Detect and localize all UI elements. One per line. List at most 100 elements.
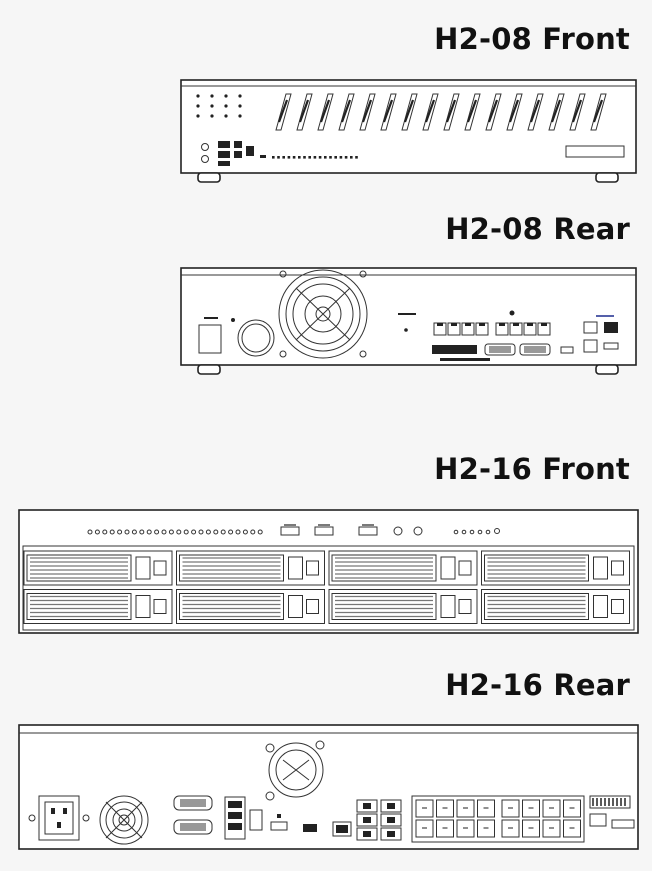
h216-front-indicator-row bbox=[87, 524, 500, 536]
indicator-dot bbox=[334, 156, 337, 159]
rj45-clip bbox=[541, 323, 547, 326]
indicator-dot bbox=[228, 529, 234, 535]
rj45-clip bbox=[387, 817, 395, 823]
button bbox=[393, 526, 403, 536]
indicator-dot bbox=[344, 156, 348, 159]
drive-bay-latch bbox=[487, 99, 499, 123]
drive-bay bbox=[527, 93, 544, 131]
drive-tray-outline bbox=[23, 589, 173, 624]
poe-port bbox=[563, 799, 581, 818]
drive-tray-handle bbox=[153, 560, 167, 576]
h208-front-drive-bays bbox=[275, 93, 607, 131]
rj45-clip bbox=[465, 323, 471, 326]
poe-port bbox=[415, 799, 434, 818]
drive-bay bbox=[338, 93, 355, 131]
h208-rear-io-panel bbox=[398, 310, 619, 361]
h216-front-label: H2-16 Front bbox=[434, 452, 630, 486]
indicator-dot bbox=[257, 529, 263, 535]
indicator-dot bbox=[303, 156, 306, 159]
h208-front-chassis bbox=[180, 79, 637, 183]
indicator-dot bbox=[298, 156, 301, 159]
poe-port bbox=[456, 799, 475, 818]
indicator-dot bbox=[242, 529, 248, 535]
led-dot bbox=[196, 114, 200, 118]
indicator-dot bbox=[453, 529, 459, 535]
indicator-dot bbox=[176, 529, 182, 535]
drive-tray-latch bbox=[440, 556, 456, 580]
rj45-clip bbox=[499, 323, 505, 326]
drive-tray bbox=[23, 589, 173, 624]
drive-bay bbox=[275, 93, 292, 131]
h216-rear-terminal-block bbox=[589, 795, 635, 829]
poe-port bbox=[456, 819, 475, 838]
indicator-dot bbox=[308, 156, 311, 159]
rj45-clip bbox=[363, 817, 371, 823]
h216-rear-poe-switch bbox=[411, 795, 585, 843]
indicator-dot bbox=[272, 156, 275, 159]
h216-rear-top-fan bbox=[265, 740, 325, 801]
indicator-dot bbox=[154, 529, 160, 535]
drive-tray-latch bbox=[440, 595, 456, 618]
drive-tray-latch bbox=[135, 556, 151, 580]
drive-bay-outline bbox=[296, 93, 313, 131]
drive-bay bbox=[548, 93, 565, 131]
indicator-dot bbox=[117, 529, 123, 535]
drive-bay bbox=[401, 93, 418, 131]
drive-bay-outline bbox=[548, 93, 565, 131]
rj45-clip bbox=[479, 323, 485, 326]
drive-tray-handle bbox=[611, 599, 624, 614]
drive-bay-outline bbox=[485, 93, 502, 131]
drive-bay-outline bbox=[275, 93, 292, 131]
led-dot bbox=[196, 94, 200, 98]
drive-tray-handle bbox=[611, 560, 624, 576]
h208-front-indicator-row bbox=[272, 156, 358, 159]
h208-front-label: H2-08 Front bbox=[434, 22, 630, 56]
rj45-clip bbox=[387, 803, 395, 809]
rj45-port bbox=[380, 799, 402, 813]
drive-tray-vent bbox=[331, 554, 437, 582]
drive-tray bbox=[176, 589, 325, 624]
drive-tray-vent bbox=[484, 554, 589, 582]
led-dot bbox=[196, 104, 200, 108]
indicator-dot bbox=[355, 156, 358, 159]
indicator-dot bbox=[124, 529, 130, 535]
drive-tray-outline bbox=[481, 589, 630, 624]
drive-bay-latch bbox=[403, 99, 415, 123]
indicator-dot bbox=[324, 156, 327, 159]
drive-tray-outline bbox=[23, 550, 173, 586]
usb-port bbox=[314, 526, 334, 536]
h208-rear-chassis bbox=[180, 267, 637, 375]
drive-tray bbox=[481, 550, 630, 586]
h216-rear-chassis bbox=[18, 724, 639, 850]
drive-bay-outline bbox=[506, 93, 523, 131]
drive-bay-latch bbox=[466, 99, 478, 123]
indicator-dot bbox=[461, 529, 467, 535]
drive-bay-latch bbox=[571, 99, 583, 123]
led-dot bbox=[224, 94, 228, 98]
drive-tray-outline bbox=[328, 550, 478, 586]
drive-bay bbox=[569, 93, 586, 131]
h208-front-led-grid bbox=[196, 94, 242, 118]
indicator-dot bbox=[94, 529, 100, 535]
usb-port bbox=[358, 526, 378, 536]
drive-tray-handle bbox=[306, 599, 319, 614]
drive-bay-latch bbox=[382, 99, 394, 123]
h216-rear-network-ports bbox=[332, 799, 402, 841]
drive-bay-outline bbox=[359, 93, 376, 131]
drive-bay-latch bbox=[508, 99, 520, 123]
indicator-dot bbox=[191, 529, 197, 535]
indicator-dot bbox=[198, 529, 204, 535]
indicator-dot bbox=[318, 156, 322, 159]
h216-rear-usb-stack bbox=[224, 796, 317, 840]
drive-tray bbox=[176, 550, 325, 586]
drive-bay-latch bbox=[298, 99, 310, 123]
drive-tray-outline bbox=[176, 589, 325, 624]
poe-port bbox=[477, 799, 495, 818]
button bbox=[413, 526, 423, 536]
indicator-dot bbox=[146, 529, 152, 535]
drive-tray-latch bbox=[593, 556, 608, 580]
indicator-dot bbox=[469, 529, 475, 535]
drive-bay-outline bbox=[590, 93, 607, 131]
